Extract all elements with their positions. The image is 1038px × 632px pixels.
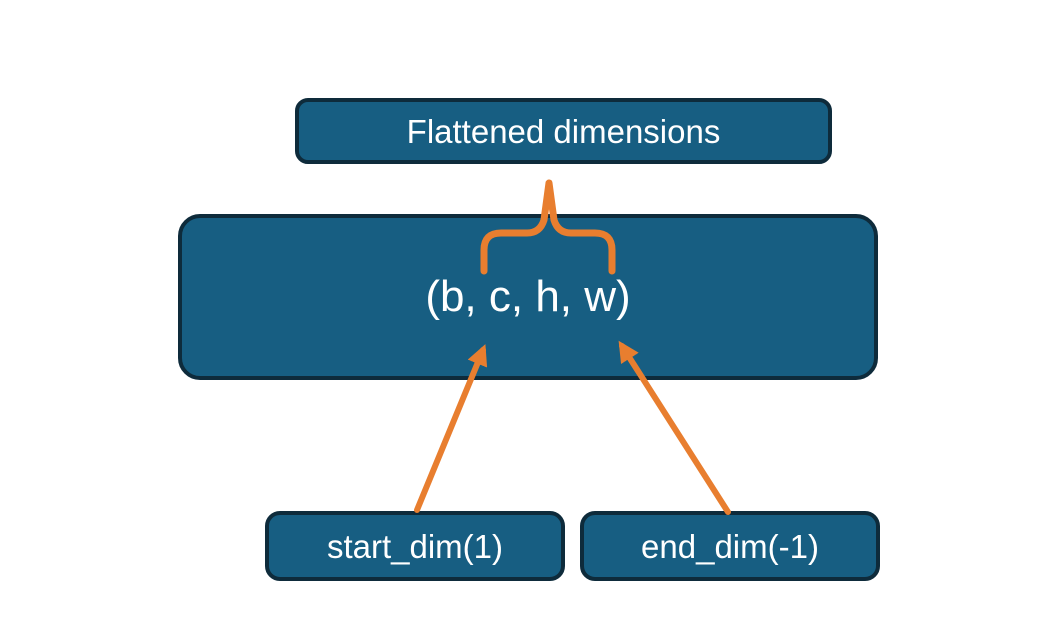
start-dim-box: start_dim(1) (265, 511, 565, 581)
tensor-shape-label: (b, c, h, w) (425, 272, 631, 321)
tensor-shape-box: (b, c, h, w) (178, 214, 878, 380)
flattened-dimensions-label: Flattened dimensions (406, 112, 721, 150)
end-dim-label: end_dim(-1) (641, 527, 819, 565)
start-dim-label: start_dim(1) (326, 527, 504, 565)
end-dim-box: end_dim(-1) (580, 511, 880, 581)
flattened-dimensions-box: Flattened dimensions (295, 98, 832, 164)
